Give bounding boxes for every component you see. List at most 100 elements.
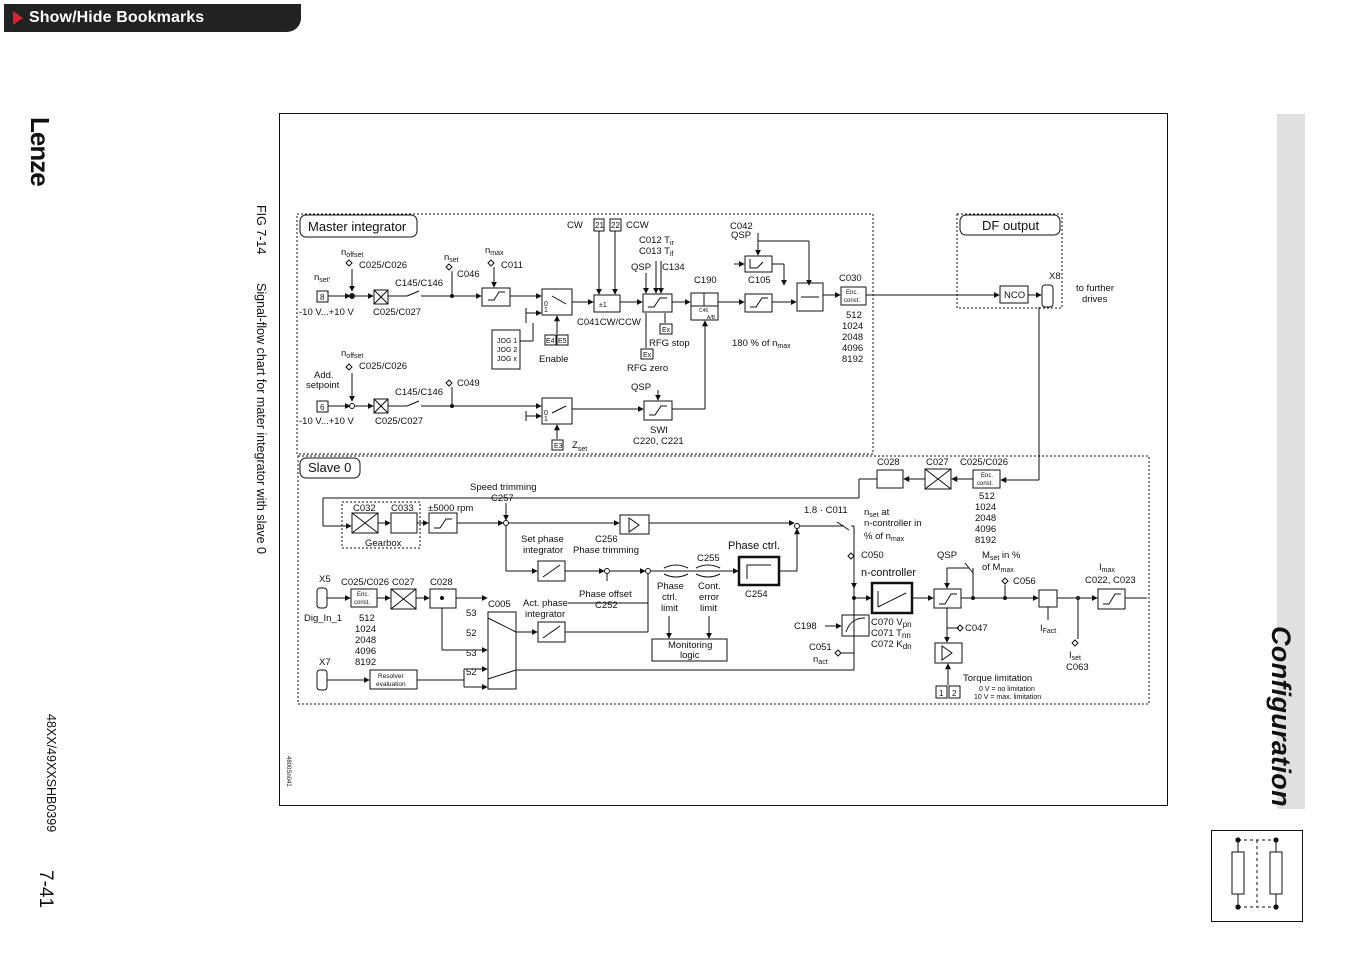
svg-text:C257: C257 xyxy=(491,493,514,504)
svg-text:1: 1 xyxy=(939,689,944,698)
svg-text:nset at: nset at xyxy=(864,507,890,519)
svg-text:CW: CW xyxy=(567,220,583,231)
svg-text:C063: C063 xyxy=(1066,662,1089,673)
svg-text:C255: C255 xyxy=(697,553,720,564)
svg-text:JOG 2: JOG 2 xyxy=(497,347,517,354)
svg-text:Act. phase: Act. phase xyxy=(523,598,568,609)
svg-text:X5: X5 xyxy=(319,574,331,585)
two-drive-sync-icon xyxy=(1211,830,1303,922)
svg-text:C134: C134 xyxy=(662,262,685,273)
svg-text:512: 512 xyxy=(359,613,375,624)
svg-text:integrator: integrator xyxy=(525,609,565,620)
svg-text:C022, C023: C022, C023 xyxy=(1085,575,1136,586)
svg-text:noffset: noffset xyxy=(341,247,363,259)
svg-text:C256: C256 xyxy=(595,534,618,545)
svg-text:1.8 · C011: 1.8 · C011 xyxy=(804,505,848,516)
svg-text:JOG x: JOG x xyxy=(497,356,517,363)
svg-text:const.: const. xyxy=(977,481,993,487)
svg-text:8192: 8192 xyxy=(975,535,996,546)
master-integrator-title: Master integrator xyxy=(308,219,407,234)
svg-text:C047: C047 xyxy=(965,623,988,634)
svg-text:22: 22 xyxy=(611,221,620,230)
show-hide-bookmarks-button[interactable]: Show/Hide Bookmarks xyxy=(4,4,301,32)
svg-text:C049: C049 xyxy=(457,378,480,389)
svg-text:Dig_In_1: Dig_In_1 xyxy=(304,613,342,624)
svg-text:Resolver: Resolver xyxy=(378,673,404,680)
svg-text:C220, C221: C220, C221 xyxy=(633,436,684,447)
svg-text:C011: C011 xyxy=(501,260,523,271)
svg-text:0: 0 xyxy=(544,410,548,417)
svg-text:Monitoring: Monitoring xyxy=(668,640,712,651)
svg-text:8: 8 xyxy=(320,293,325,302)
svg-text:C252: C252 xyxy=(595,600,618,611)
svg-text:C041CW/CCW: C041CW/CCW xyxy=(577,317,641,328)
svg-text:Ex: Ex xyxy=(662,327,671,334)
svg-text:integrator: integrator xyxy=(523,545,563,556)
svg-text:drives: drives xyxy=(1082,294,1108,305)
svg-text:6: 6 xyxy=(320,403,325,412)
svg-text:C190: C190 xyxy=(694,275,717,286)
svg-text:RFG stop: RFG stop xyxy=(649,338,690,349)
svg-text:Enc.: Enc. xyxy=(981,473,993,479)
svg-text:1: 1 xyxy=(544,307,548,314)
svg-text:JOG 1: JOG 1 xyxy=(497,338,517,345)
svg-text:C027: C027 xyxy=(392,577,415,588)
svg-text:C145/C146: C145/C146 xyxy=(395,278,443,289)
svg-text:QSP: QSP xyxy=(731,230,751,241)
svg-text:Imax: Imax xyxy=(1099,562,1115,574)
svg-text:C025/C027: C025/C027 xyxy=(375,416,423,427)
svg-text:Speed trimming: Speed trimming xyxy=(470,482,537,493)
svg-text:0: 0 xyxy=(544,301,548,308)
svg-text:Iset: Iset xyxy=(1069,650,1081,662)
svg-text:nmax: nmax xyxy=(485,245,504,257)
svg-text:C071 Tnn: C071 Tnn xyxy=(871,628,911,640)
svg-text:180 % of nmax: 180 % of nmax xyxy=(732,338,791,350)
svg-text:512: 512 xyxy=(846,310,862,321)
svg-text:±1: ±1 xyxy=(599,302,607,309)
svg-text:4096: 4096 xyxy=(975,524,996,535)
svg-text:-10 V...+10 V: -10 V...+10 V xyxy=(299,416,355,427)
df-output-title: DF output xyxy=(982,218,1039,233)
svg-text:2048: 2048 xyxy=(355,635,376,646)
svg-text:Phase ctrl.: Phase ctrl. xyxy=(728,540,780,552)
svg-text:Gearbox: Gearbox xyxy=(365,538,402,549)
svg-text:Phase: Phase xyxy=(657,581,684,592)
svg-text:C105: C105 xyxy=(748,275,771,286)
svg-text:C025/C026: C025/C026 xyxy=(359,260,407,271)
svg-text:512: 512 xyxy=(979,491,995,502)
document-number: 48XX/49XXSHB0399 xyxy=(44,714,58,833)
svg-text:C030: C030 xyxy=(839,273,862,284)
section-sidebar xyxy=(1277,114,1305,809)
svg-text:1: 1 xyxy=(544,416,548,423)
svg-text:SWI: SWI xyxy=(650,425,668,436)
figure-number: FIG 7-14 xyxy=(254,205,268,255)
svg-text:X8: X8 xyxy=(1049,271,1061,282)
svg-text:nset: nset xyxy=(444,252,459,264)
svg-text:Enc.: Enc. xyxy=(357,592,369,598)
svg-text:C005: C005 xyxy=(488,599,511,610)
figure-caption: Signal-flow chart for mater integrator w… xyxy=(254,283,268,554)
svg-text:Ex: Ex xyxy=(643,352,652,359)
svg-text:C051: C051 xyxy=(809,642,832,653)
svg-text:QSP: QSP xyxy=(937,550,957,561)
svg-text:nact: nact xyxy=(813,654,828,666)
svg-text:1024: 1024 xyxy=(355,624,376,635)
lenze-logo: Lenze xyxy=(25,117,55,186)
svg-text:C070 Vpn: C070 Vpn xyxy=(871,617,912,629)
svg-text:C032: C032 xyxy=(353,503,376,514)
svg-text:C028: C028 xyxy=(430,577,453,588)
svg-text:Mset in %: Mset in % xyxy=(982,550,1021,562)
svg-text:2048: 2048 xyxy=(975,513,996,524)
svg-text:n-controller in: n-controller in xyxy=(864,518,922,529)
svg-text:C46: C46 xyxy=(699,308,708,314)
svg-text:Set phase: Set phase xyxy=(521,534,564,545)
svg-text:const.: const. xyxy=(844,298,860,304)
svg-text:C033: C033 xyxy=(391,503,414,514)
svg-text:2: 2 xyxy=(952,689,957,698)
svg-text:21: 21 xyxy=(595,221,604,230)
svg-text:QSP: QSP xyxy=(631,382,651,393)
svg-text:X7: X7 xyxy=(319,657,331,668)
svg-text:4800Sn041: 4800Sn041 xyxy=(285,756,291,787)
svg-text:1024: 1024 xyxy=(842,321,863,332)
svg-text:logic: logic xyxy=(680,650,700,661)
